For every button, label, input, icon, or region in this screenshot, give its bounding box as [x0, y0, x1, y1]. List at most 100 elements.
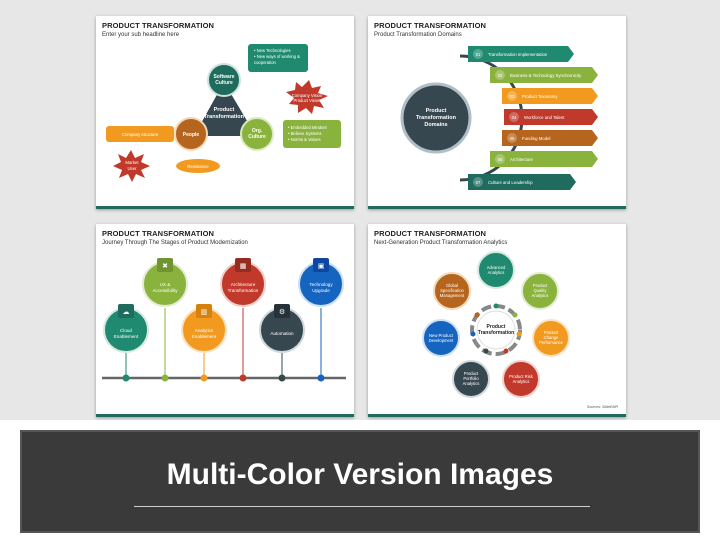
svg-text:Cloud: Cloud: [120, 328, 132, 333]
svg-text:Product: Product: [544, 330, 559, 335]
stage-analytics-enablement: ▥ Analytics Enablement: [181, 304, 227, 382]
svg-text:Analytics: Analytics: [532, 293, 549, 298]
svg-text:04: 04: [512, 115, 517, 120]
svg-text:Product: Product: [464, 371, 479, 376]
org-label-2: Culture: [248, 134, 266, 140]
market-label-1: Market: [125, 160, 139, 165]
svg-text:Accessibility: Accessibility: [152, 288, 178, 293]
domain-center-circle: [400, 82, 472, 154]
people-circle: [174, 117, 208, 151]
svg-text:06: 06: [498, 157, 503, 162]
svg-text:Global: Global: [446, 283, 458, 288]
banner-underline: [134, 506, 590, 507]
slide-subtitle: Next-Generation Product Transformation A…: [374, 240, 508, 246]
svg-text:New Product: New Product: [429, 333, 454, 338]
gears-icon: [274, 304, 290, 318]
vision-label-2: Product Vision: [294, 98, 322, 103]
chart-icon: [196, 304, 212, 318]
slide-title: PRODUCT TRANSFORMATION: [102, 21, 215, 30]
svg-text:Automation: Automation: [270, 331, 294, 336]
svg-text:Advanced: Advanced: [487, 265, 506, 270]
org-label-1: Org.: [252, 128, 263, 134]
svg-text:02: 02: [498, 73, 503, 78]
svg-text:Performance: Performance: [539, 340, 564, 345]
svg-text:Analytics: Analytics: [488, 270, 505, 275]
svg-text:Technology: Technology: [309, 282, 333, 287]
bullet-right-1: • Embedded Mindset: [288, 125, 328, 130]
svg-text:▦: ▦: [240, 263, 247, 270]
svg-text:Analytics: Analytics: [513, 379, 530, 384]
banner: Multi-Color Version Images: [20, 430, 700, 533]
stage-ux-accessibility: ✖ UX & Accessibility: [142, 258, 188, 382]
org-culture-circle: [240, 117, 274, 151]
tools-icon: [157, 258, 173, 272]
stage-technology-upgrade: ▣ Technology Upgrade: [298, 258, 344, 382]
slide-subtitle: Journey Through The Stages of Product Mo…: [102, 240, 248, 246]
slide-title: PRODUCT TRANSFORMATION: [374, 21, 487, 30]
node-global-specification-management: Global Specification Management: [433, 272, 480, 318]
svg-text:Funding Model: Funding Model: [522, 136, 550, 141]
slide-footer-bar: [368, 414, 626, 417]
center-label-1: Product: [214, 107, 235, 113]
svg-text:Business & Technology Synchron: Business & Technology Synchronicity: [510, 73, 582, 78]
slide-subtitle: Product Transformation Domains: [374, 32, 462, 38]
node-product-change-performance: Product Change Performance: [516, 319, 570, 357]
building-icon: [235, 258, 251, 272]
center-label-2: Transformation: [478, 330, 514, 336]
stage-automation: ⚙ Automation: [259, 304, 305, 382]
slide3-diagram: ☁ Cloud Enablement ✖ UX & Accessibility …: [102, 258, 346, 382]
cloud-icon: [118, 304, 134, 318]
stage-cloud-enablement: ☁ Cloud Enablement: [103, 304, 149, 382]
svg-text:Architecture: Architecture: [231, 282, 256, 287]
bullet-top-3: cooperation: [254, 60, 277, 65]
center-label-2: Transformation: [204, 114, 245, 120]
structure-label: Company structure: [122, 132, 159, 137]
domain-item-4: 04 Workforce and Talent: [504, 109, 598, 125]
resistance-label: Resistance: [187, 164, 209, 169]
domain-center-3: Domains: [424, 122, 447, 128]
bullet-right-3: • Norms & Values: [288, 137, 321, 142]
bullet-top-1: • New Technologies: [254, 48, 291, 53]
domain-item-2: 02 Business & Technology Synchronicity: [490, 67, 598, 83]
svg-text:Upgrade: Upgrade: [312, 288, 330, 293]
svg-text:⚙: ⚙: [279, 308, 285, 316]
domain-center-2: Transformation: [416, 115, 457, 121]
slide-thumbnail-2[interactable]: PRODUCT TRANSFORMATION Product Transform…: [368, 16, 626, 209]
svg-text:Portfolio: Portfolio: [463, 376, 479, 381]
svg-text:Enablement: Enablement: [114, 334, 139, 339]
node-new-product-development: New Product Development: [422, 319, 476, 357]
node-product-quality-analytics: Product Quality Analytics: [512, 272, 559, 318]
slide-thumbnail-3[interactable]: PRODUCT TRANSFORMATION Journey Through T…: [96, 224, 354, 417]
svg-text:Product: Product: [533, 283, 548, 288]
slide-thumbnail-4[interactable]: PRODUCT TRANSFORMATION Next-Generation P…: [368, 224, 626, 417]
svg-text:UX &: UX &: [160, 282, 171, 287]
center-triangle: [194, 82, 256, 136]
domain-item-3: 03 Product Taxonomy: [502, 88, 598, 104]
node-advanced-analytics: Advanced Analytics: [477, 251, 515, 309]
bullet-right-2: • Believe Systems: [288, 131, 322, 136]
svg-text:▥: ▥: [201, 309, 208, 316]
svg-text:03: 03: [510, 94, 515, 99]
slide-thumbnail-1[interactable]: PRODUCT TRANSFORMATION Enter your sub he…: [96, 16, 354, 209]
svg-text:Enablement: Enablement: [192, 334, 217, 339]
svg-text:▣: ▣: [318, 263, 325, 270]
software-label-1: Software: [213, 74, 234, 80]
svg-text:☁: ☁: [123, 309, 130, 316]
svg-text:Product Taxonomy: Product Taxonomy: [522, 94, 558, 99]
software-culture-circle: [207, 63, 241, 97]
svg-text:✖: ✖: [162, 263, 168, 270]
svg-text:Transformation: Transformation: [228, 288, 259, 293]
slide4-diagram: Product Transformation Advanced Analytic…: [422, 251, 618, 409]
svg-text:Product Risk: Product Risk: [509, 374, 534, 379]
svg-text:Management: Management: [440, 293, 465, 298]
bullets-top-box: [248, 44, 308, 72]
slide-footer-bar: [96, 414, 354, 417]
center-label-1: Product: [487, 324, 506, 330]
svg-text:Workforce and Talent: Workforce and Talent: [524, 115, 565, 120]
people-label: People: [183, 132, 200, 138]
bullet-top-2: • New ways of working &: [254, 54, 300, 59]
center-circle: [476, 310, 516, 350]
svg-text:Change: Change: [544, 335, 559, 340]
